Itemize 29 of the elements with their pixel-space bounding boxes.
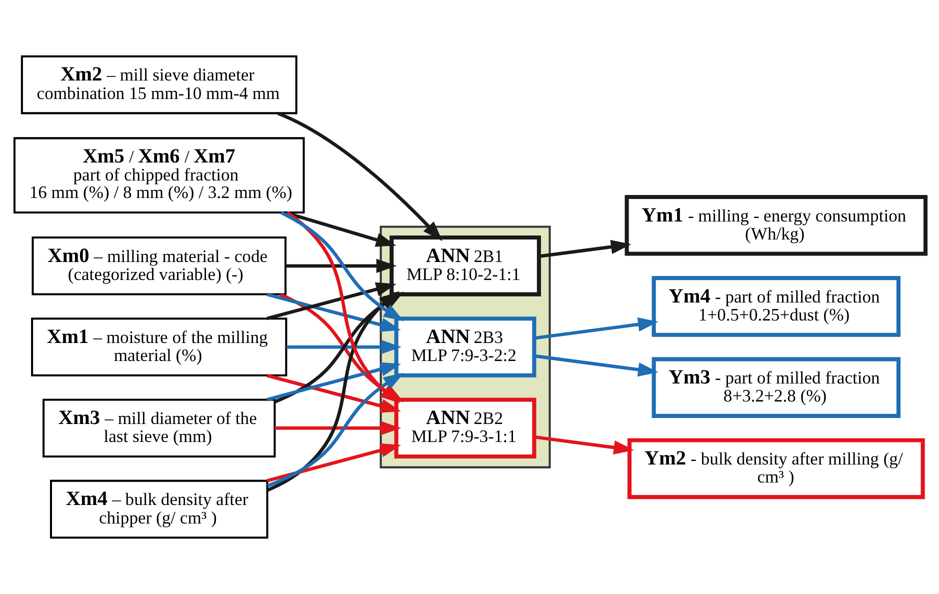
arrow — [285, 258, 396, 274]
arrow — [534, 354, 658, 377]
arrow — [266, 292, 400, 332]
node-box: ANN 2B3 MLP 7:9-3-2:2 — [394, 316, 536, 378]
node-box: Xm3 – mill diameter of the last sieve (mm) — [42, 398, 276, 458]
node-box: Xm1 – moisture of the milling material (%) — [30, 318, 287, 376]
arrow — [266, 443, 400, 482]
node-box: Ym2 - bulk density after milling (g/ cm³ ) — [626, 438, 924, 500]
node-box: Xm0 – milling material - code (categorized variable) (-) — [31, 236, 286, 296]
node-box: Ym3 - part of milled fraction 8+3.2+2.8 (%) — [651, 357, 900, 418]
arrow — [266, 374, 400, 413]
arrow — [286, 340, 401, 354]
arrow — [274, 421, 401, 436]
node-box: Xm4 – bulk density after chipper (g/ cm³ ) — [49, 480, 268, 539]
node-box: Xm2 – mill sieve diameter combination 15 mm-10 mm-4 mm — [20, 55, 297, 114]
arrow — [266, 362, 400, 402]
arrow — [266, 282, 396, 320]
node-box: ANN 2B2 MLP 7:9-3-1:1 — [394, 398, 536, 459]
node-box: Ym4 - part of milled fraction 1+0.5+0.25+dust (%) — [651, 276, 900, 337]
node-box: Ym1 - milling - energy consumption (Wh/kg) — [624, 194, 928, 256]
arrow — [276, 112, 442, 242]
arrow — [286, 211, 400, 404]
node-box: Xm5 / Xm6 / Xm7 part of chipped fraction 16 mm (%) / 8 mm (%) / 3.2 mm (%) — [12, 137, 304, 214]
arrow — [266, 291, 400, 492]
node-box: ANN 2B1 MLP 8:10-2-1:1 — [389, 236, 540, 296]
arrow — [534, 317, 658, 340]
arrow — [284, 210, 396, 247]
arrow — [538, 240, 631, 258]
arrow — [534, 435, 634, 455]
